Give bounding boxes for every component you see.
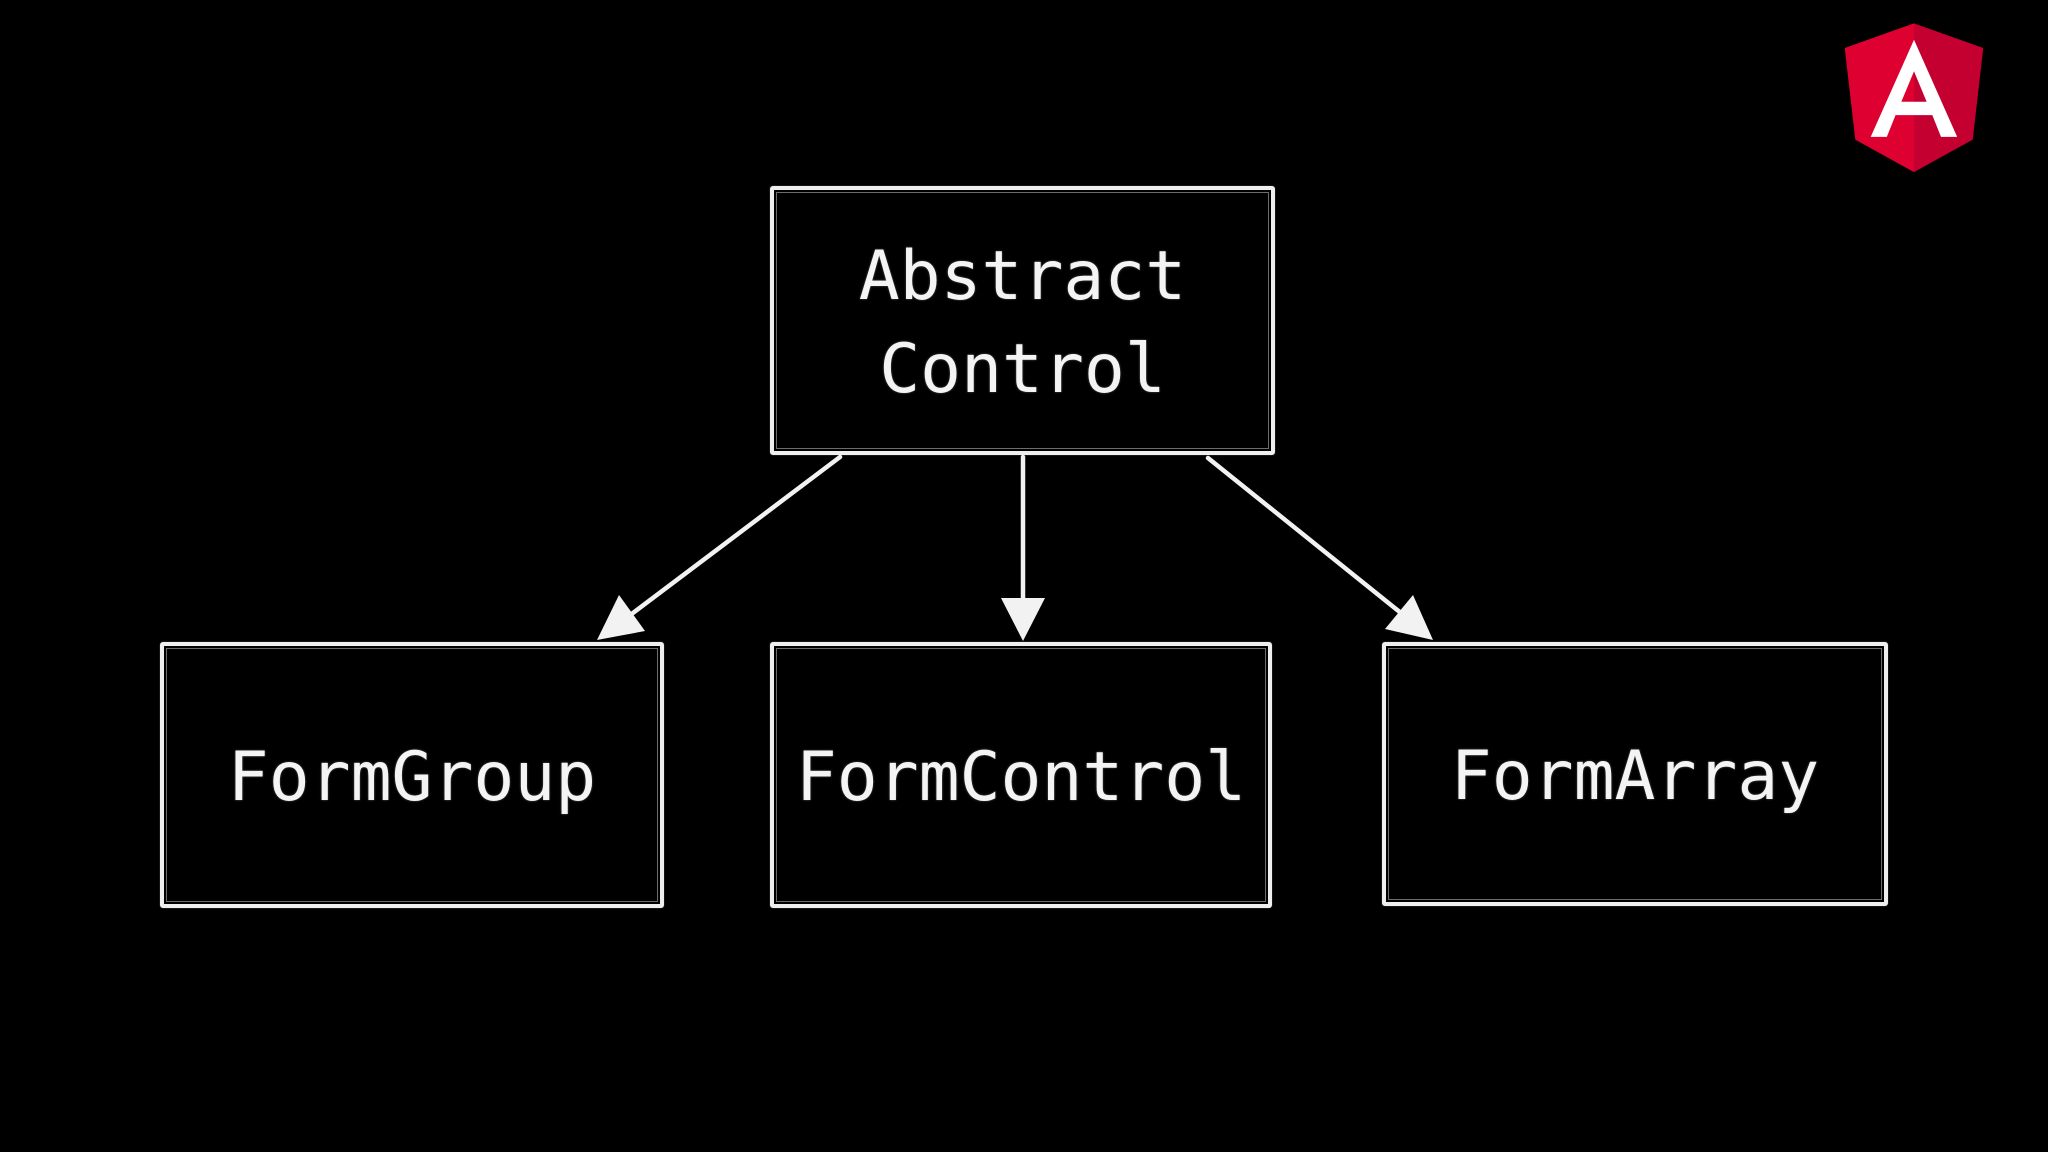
arrowhead-left-icon — [597, 595, 645, 640]
node-form-group-label: FormGroup — [227, 737, 597, 817]
arrowhead-middle-icon — [1001, 598, 1045, 641]
node-form-array: FormArray — [1382, 642, 1888, 906]
node-abstract-control: Abstract Control — [770, 186, 1275, 455]
angular-letter-a — [1870, 39, 1958, 137]
angular-shield-left — [1844, 23, 1914, 173]
arrow-line-right — [1205, 455, 1404, 616]
node-form-group: FormGroup — [160, 642, 664, 908]
arrow-line-left — [626, 454, 843, 619]
arrowhead-right-icon — [1385, 595, 1433, 640]
arrow-to-form-array — [1205, 455, 1433, 640]
angular-logo-icon — [1844, 23, 1984, 173]
angular-shield-right — [1914, 23, 1984, 173]
node-form-array-label: FormArray — [1450, 736, 1820, 816]
arrow-to-form-group — [597, 454, 843, 640]
node-form-control-label: FormControl — [795, 737, 1247, 817]
node-form-control: FormControl — [770, 642, 1272, 908]
node-abstract-control-label: Abstract Control — [858, 237, 1187, 409]
arrow-to-form-control — [1001, 454, 1045, 641]
